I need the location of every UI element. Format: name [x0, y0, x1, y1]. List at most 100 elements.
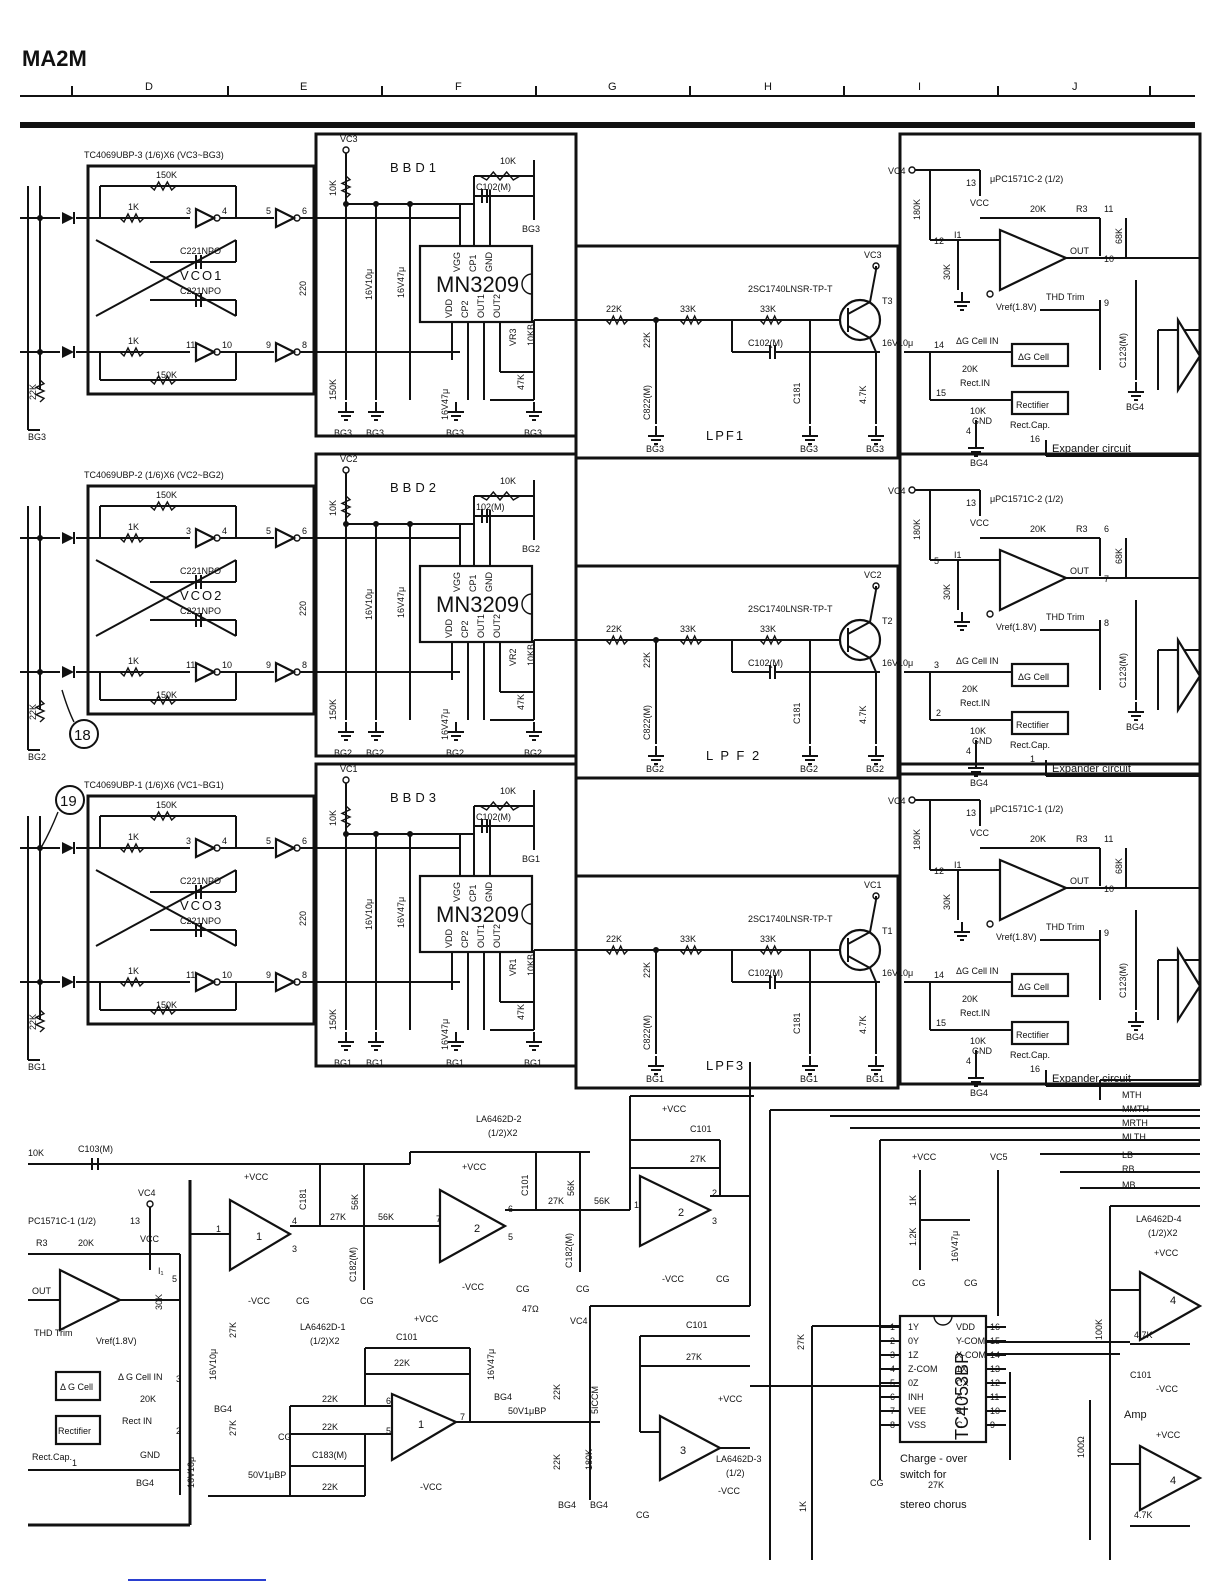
pin-label: 4 [222, 836, 227, 846]
label: 10K [500, 476, 516, 486]
cap-label: 16V47μ [440, 1019, 450, 1050]
marker-label: 18 [74, 727, 91, 744]
resistor-label: 180K [912, 519, 922, 540]
cap-label: 50V1μBP [508, 1406, 546, 1416]
resistor-label: 68K [1114, 228, 1124, 244]
column-ruler: D E F G H I J [71, 81, 1151, 96]
pin-name: VDD [444, 928, 454, 948]
node-label: VC1 [340, 764, 358, 774]
node-label: Δ G Cell IN [118, 1372, 163, 1382]
resistor-label: 27K [330, 1212, 346, 1222]
pin-name: CX [956, 1378, 969, 1388]
cap-label: 16V10μ [208, 1349, 218, 1380]
ic-part: MN3209 [436, 272, 519, 297]
pin-label: 1 [1030, 754, 1035, 764]
junction [373, 201, 379, 207]
node-label: VC1 [864, 880, 882, 890]
label: 150K [156, 490, 177, 500]
supply-label: +VCC [414, 1314, 439, 1324]
label: 22K [606, 934, 622, 944]
dg-cell [1010, 662, 1070, 688]
pin-label: 4 [222, 526, 227, 536]
wire [847, 645, 871, 659]
resistor-label: 30K [942, 584, 952, 600]
bbd-label: BBD2 [390, 480, 440, 495]
pin-name: GND [484, 882, 494, 903]
pin-name: X-COM [956, 1350, 986, 1360]
pin-name: 1X [956, 1364, 967, 1374]
label: 1K [128, 522, 139, 532]
pin-label: 12 [934, 236, 944, 246]
ground-label: BG2 [334, 748, 352, 758]
bus-lines: MTH MMTH MRTH MLTH LB RB MB [769, 1079, 1200, 1560]
diode [62, 666, 74, 678]
resistor [149, 374, 177, 386]
node-label: Rect.Cap. [1010, 740, 1050, 750]
pin-name: VDD [956, 1322, 976, 1332]
pin-label: 10 [1104, 254, 1114, 264]
node-label: VC3 [340, 134, 358, 144]
resistor [605, 314, 629, 326]
resistor [119, 212, 145, 224]
node-label: GND [972, 736, 993, 746]
pin-name: 0Z [908, 1378, 919, 1388]
ground-label: BG1 [522, 854, 540, 864]
block-label: ΔG Cell [1018, 672, 1049, 682]
ground-label: BG1 [334, 1058, 352, 1068]
ic-label: (1/2)X2 [488, 1128, 518, 1138]
resistor-label: 30K [942, 264, 952, 280]
charge-over-switch: TC4053BP Charge - over switch for stereo… [750, 1140, 1130, 1560]
junction [37, 669, 43, 675]
resistor-label: 10KB [526, 954, 536, 976]
node-label: VC3 [864, 250, 882, 260]
resistor-label: 56K [566, 1180, 576, 1196]
cap-label: C102(M) [748, 658, 783, 668]
pin-label: 3 [186, 206, 191, 216]
pin-name: CP1 [468, 884, 478, 902]
ground-label: BG4 [1126, 402, 1144, 412]
cap-label: C123(M) [1118, 653, 1128, 688]
pin-name: VDD [444, 618, 454, 638]
resistor-label: 22K [322, 1394, 338, 1404]
pin-label: 4 [966, 1056, 971, 1066]
pin-name: VGG [452, 572, 462, 592]
ground-label: BG3 [866, 444, 884, 454]
resistor [149, 810, 177, 822]
cap-label: C102(M) [476, 812, 511, 822]
pin-name: CP1 [468, 254, 478, 272]
ic-label: TC4053BP [952, 1352, 972, 1440]
junction [653, 947, 659, 953]
resistor-label: R3 [36, 1238, 48, 1248]
ground-label: BG3 [366, 428, 384, 438]
vref-node [986, 920, 994, 928]
pin-label: 10 [222, 660, 232, 670]
opamp-number: 2 [474, 1223, 480, 1235]
junction [37, 979, 43, 985]
resistor [149, 1004, 177, 1016]
label: OUT [1070, 876, 1090, 886]
ic-notch [521, 273, 533, 295]
label: VCC [970, 518, 990, 528]
supply-label: -VCC [462, 1282, 484, 1292]
dg-cell [1010, 342, 1070, 368]
label: 150K [156, 690, 177, 700]
inverter [194, 341, 217, 363]
page-title: MA2M [22, 46, 87, 71]
node-label: VC4 [570, 1316, 588, 1326]
ground-label: BG3 [28, 432, 46, 442]
junction [407, 521, 413, 527]
resistor [679, 634, 703, 646]
pin-label: 9 [266, 970, 271, 980]
resistor [679, 314, 703, 326]
ground-label: CG [576, 1284, 590, 1294]
resistor-label: 180K [912, 829, 922, 850]
expander-box [898, 762, 1202, 1086]
resistor-label: 22K [28, 384, 38, 400]
supply-label: +VCC [1154, 1248, 1179, 1258]
pin-name: CP2 [460, 930, 470, 948]
label: 20K [1030, 834, 1046, 844]
inverter [274, 971, 297, 993]
label: 33K [680, 304, 696, 314]
